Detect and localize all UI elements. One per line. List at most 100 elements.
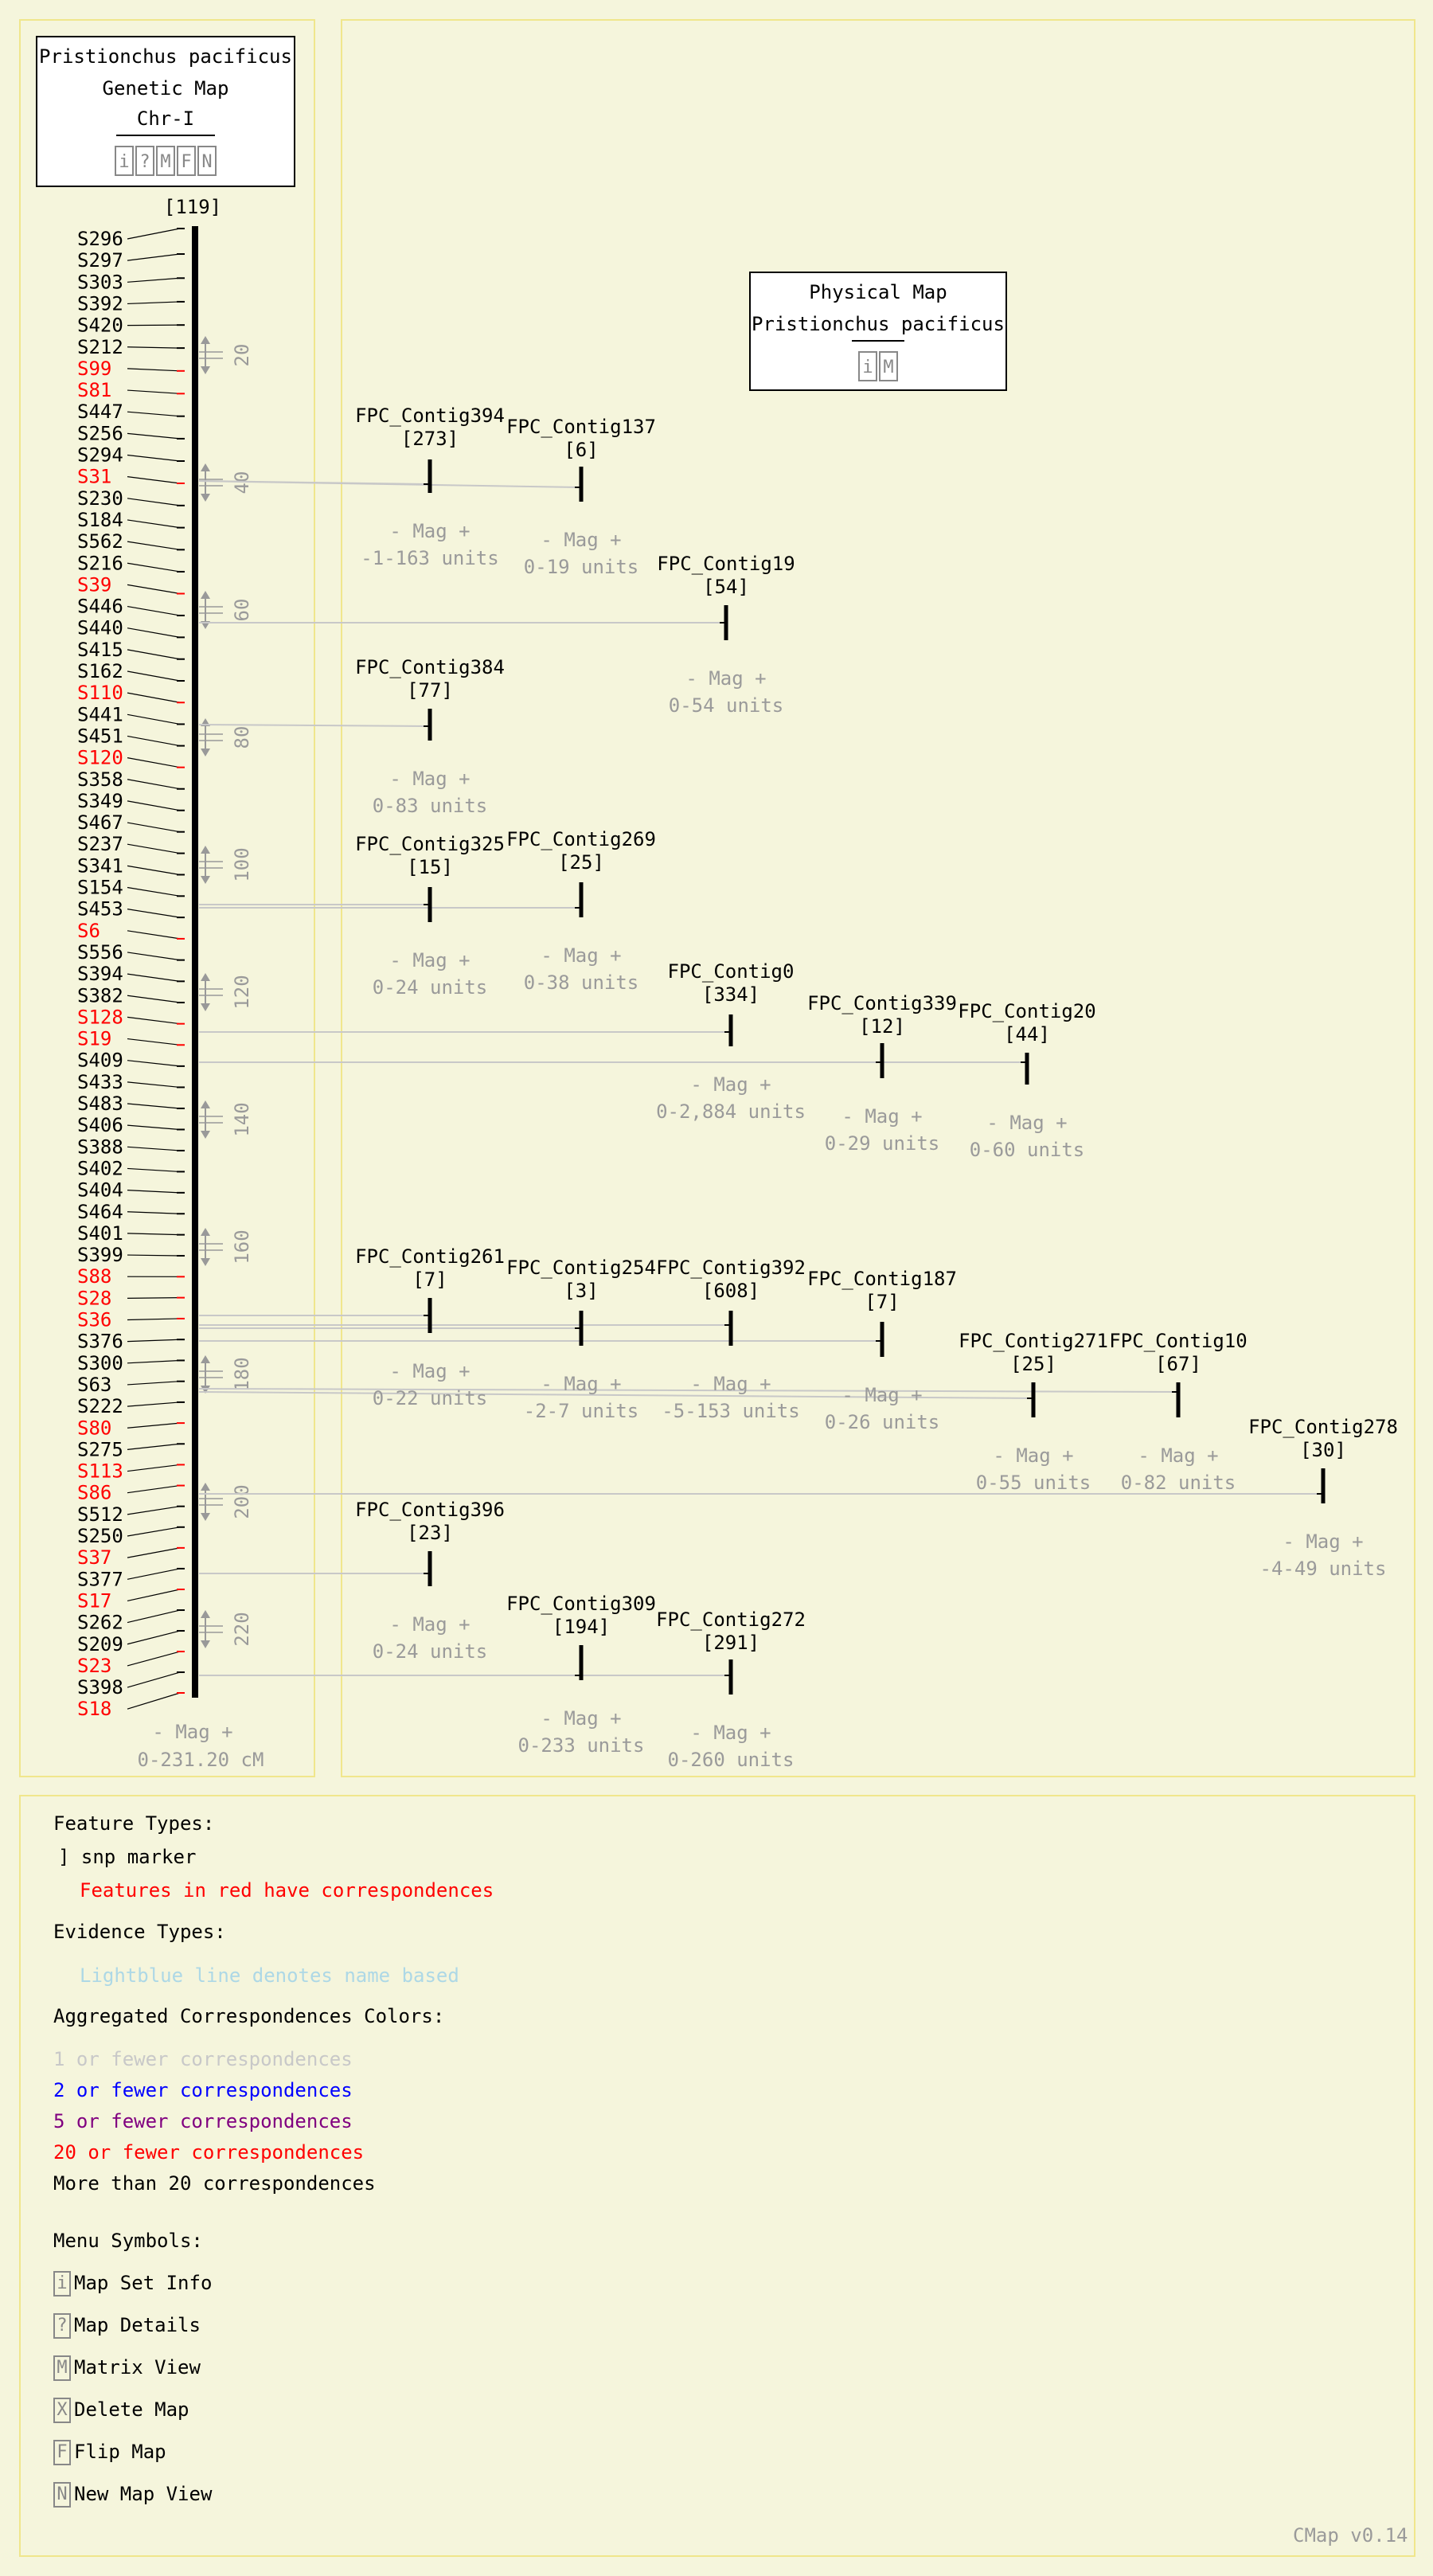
feature-label-S154[interactable]: S154 xyxy=(77,877,123,899)
contig-FPC_Contig269[interactable]: FPC_Contig269[25]- Mag +0-38 units xyxy=(506,828,656,994)
genetic-map-menu-4-button[interactable]: N xyxy=(197,146,217,176)
feature-label-S39[interactable]: S39 xyxy=(77,573,111,596)
contig-FPC_Contig278[interactable]: FPC_Contig278[30]- Mag +-4-49 units xyxy=(1248,1416,1398,1580)
feature-label-S392[interactable]: S392 xyxy=(77,292,123,315)
genetic-map-menu-2-button[interactable]: M xyxy=(156,146,175,176)
feature-label-S441[interactable]: S441 xyxy=(77,703,123,725)
feature-label-S110[interactable]: S110 xyxy=(77,682,123,704)
contig-mag[interactable]: - Mag + xyxy=(841,1384,922,1406)
feature-label-S402[interactable]: S402 xyxy=(77,1157,123,1179)
feature-label-S212[interactable]: S212 xyxy=(77,336,123,358)
scale-tick-120[interactable]: 120 xyxy=(199,973,253,1011)
feature-label-S512[interactable]: S512 xyxy=(77,1503,123,1526)
feature-label-S37[interactable]: S37 xyxy=(77,1546,111,1569)
feature-label-S394[interactable]: S394 xyxy=(77,963,123,985)
scale-tick-160[interactable]: 160 xyxy=(199,1228,253,1266)
feature-label-S184[interactable]: S184 xyxy=(77,509,123,531)
contig-FPC_Contig20[interactable]: FPC_Contig20[44]- Mag +0-60 units xyxy=(958,1000,1095,1161)
feature-label-S303[interactable]: S303 xyxy=(77,271,123,293)
scale-tick-200[interactable]: 200 xyxy=(199,1483,253,1521)
contig-FPC_Contig187[interactable]: FPC_Contig187[7]- Mag +0-26 units xyxy=(807,1268,957,1433)
feature-label-S404[interactable]: S404 xyxy=(77,1179,123,1202)
feature-label-S28[interactable]: S28 xyxy=(77,1287,111,1309)
contig-FPC_Contig396[interactable]: FPC_Contig396[23]- Mag +0-24 units xyxy=(355,1499,505,1663)
feature-label-S63[interactable]: S63 xyxy=(77,1374,111,1396)
feature-label-S382[interactable]: S382 xyxy=(77,984,123,1007)
scale-tick-220[interactable]: 220 xyxy=(199,1610,253,1648)
scale-tick-180[interactable]: 180 xyxy=(199,1355,253,1394)
contig-mag[interactable]: - Mag + xyxy=(389,949,470,971)
contig-mag[interactable]: - Mag + xyxy=(541,529,621,551)
contig-FPC_Contig10[interactable]: FPC_Contig10[67]- Mag +0-82 units xyxy=(1109,1330,1247,1494)
feature-label-S377[interactable]: S377 xyxy=(77,1568,123,1590)
feature-label-S440[interactable]: S440 xyxy=(77,617,123,639)
contig-mag[interactable]: - Mag + xyxy=(1283,1530,1363,1553)
contig-mag[interactable]: - Mag + xyxy=(541,944,621,967)
feature-label-S562[interactable]: S562 xyxy=(77,530,123,553)
scale-tick-20[interactable]: 20 xyxy=(199,336,253,374)
feature-label-S294[interactable]: S294 xyxy=(77,444,123,467)
scale-tick-40[interactable]: 40 xyxy=(199,463,253,502)
feature-label-S341[interactable]: S341 xyxy=(77,854,123,877)
feature-label-S464[interactable]: S464 xyxy=(77,1201,123,1223)
scale-tick-60[interactable]: 60 xyxy=(199,591,253,629)
feature-label-S376[interactable]: S376 xyxy=(77,1331,123,1353)
feature-label-S250[interactable]: S250 xyxy=(77,1525,123,1547)
scale-tick-80[interactable]: 80 xyxy=(199,718,253,756)
feature-label-S297[interactable]: S297 xyxy=(77,249,123,272)
contig-FPC_Contig384[interactable]: FPC_Contig384[77]- Mag +0-83 units xyxy=(355,656,505,817)
feature-label-S19[interactable]: S19 xyxy=(77,1028,111,1050)
contig-FPC_Contig309[interactable]: FPC_Contig309[194]- Mag +0-233 units xyxy=(506,1593,656,1757)
feature-label-S300[interactable]: S300 xyxy=(77,1352,123,1374)
scale-tick-140[interactable]: 140 xyxy=(199,1100,253,1139)
contig-mag[interactable]: - Mag + xyxy=(389,1360,470,1382)
feature-label-S86[interactable]: S86 xyxy=(77,1482,111,1504)
contig-FPC_Contig339[interactable]: FPC_Contig339[12]- Mag +0-29 units xyxy=(807,992,957,1155)
feature-label-S128[interactable]: S128 xyxy=(77,1006,123,1028)
feature-label-S18[interactable]: S18 xyxy=(77,1698,111,1720)
feature-label-S409[interactable]: S409 xyxy=(77,1050,123,1072)
feature-label-S388[interactable]: S388 xyxy=(77,1136,123,1158)
feature-label-S358[interactable]: S358 xyxy=(77,768,123,791)
contig-mag[interactable]: - Mag + xyxy=(1138,1444,1218,1467)
genetic-map-bar[interactable] xyxy=(192,226,198,1698)
scale-tick-100[interactable]: 100 xyxy=(199,846,253,884)
feature-label-S296[interactable]: S296 xyxy=(77,228,123,250)
feature-label-S262[interactable]: S262 xyxy=(77,1612,123,1634)
contig-mag[interactable]: - Mag + xyxy=(690,1722,771,1744)
contig-mag[interactable]: - Mag + xyxy=(541,1373,621,1395)
feature-label-S230[interactable]: S230 xyxy=(77,487,123,510)
physical-map-menu-1-button[interactable]: M xyxy=(879,351,898,381)
contig-mag[interactable]: - Mag + xyxy=(389,768,470,790)
genetic-map-menu-3-button[interactable]: F xyxy=(177,146,196,176)
feature-label-S467[interactable]: S467 xyxy=(77,811,123,834)
feature-label-S216[interactable]: S216 xyxy=(77,552,123,574)
feature-label-S446[interactable]: S446 xyxy=(77,596,123,618)
contig-FPC_Contig0[interactable]: FPC_Contig0[334]- Mag +0-2,884 units xyxy=(656,960,806,1123)
genetic-map-menu-1-button[interactable]: ? xyxy=(135,146,154,176)
feature-label-S406[interactable]: S406 xyxy=(77,1114,123,1136)
genetic-map-menu-0-button[interactable]: i xyxy=(115,146,134,176)
contig-mag[interactable]: - Mag + xyxy=(685,667,766,690)
contig-FPC_Contig261[interactable]: FPC_Contig261[7]- Mag +0-22 units xyxy=(355,1245,505,1409)
feature-label-S453[interactable]: S453 xyxy=(77,898,123,921)
contig-mag[interactable]: - Mag + xyxy=(389,1613,470,1636)
feature-label-S237[interactable]: S237 xyxy=(77,833,123,855)
feature-label-S81[interactable]: S81 xyxy=(77,379,111,401)
feature-label-S415[interactable]: S415 xyxy=(77,639,123,661)
feature-label-S17[interactable]: S17 xyxy=(77,1589,111,1612)
feature-label-S433[interactable]: S433 xyxy=(77,1071,123,1093)
contig-FPC_Contig254[interactable]: FPC_Contig254[3]- Mag +-2-7 units xyxy=(506,1257,656,1422)
feature-label-S120[interactable]: S120 xyxy=(77,747,123,769)
contig-mag[interactable]: - Mag + xyxy=(690,1073,771,1096)
contig-mag[interactable]: - Mag + xyxy=(986,1112,1067,1134)
contig-mag[interactable]: - Mag + xyxy=(690,1373,771,1395)
feature-label-S31[interactable]: S31 xyxy=(77,466,111,488)
feature-label-S398[interactable]: S398 xyxy=(77,1676,123,1698)
contig-FPC_Contig392[interactable]: FPC_Contig392[608]- Mag +-5-153 units xyxy=(656,1257,806,1422)
feature-label-S556[interactable]: S556 xyxy=(77,941,123,964)
feature-label-S447[interactable]: S447 xyxy=(77,401,123,423)
feature-label-S113[interactable]: S113 xyxy=(77,1460,123,1483)
contig-mag[interactable]: - Mag + xyxy=(541,1707,621,1730)
feature-label-S23[interactable]: S23 xyxy=(77,1655,111,1677)
